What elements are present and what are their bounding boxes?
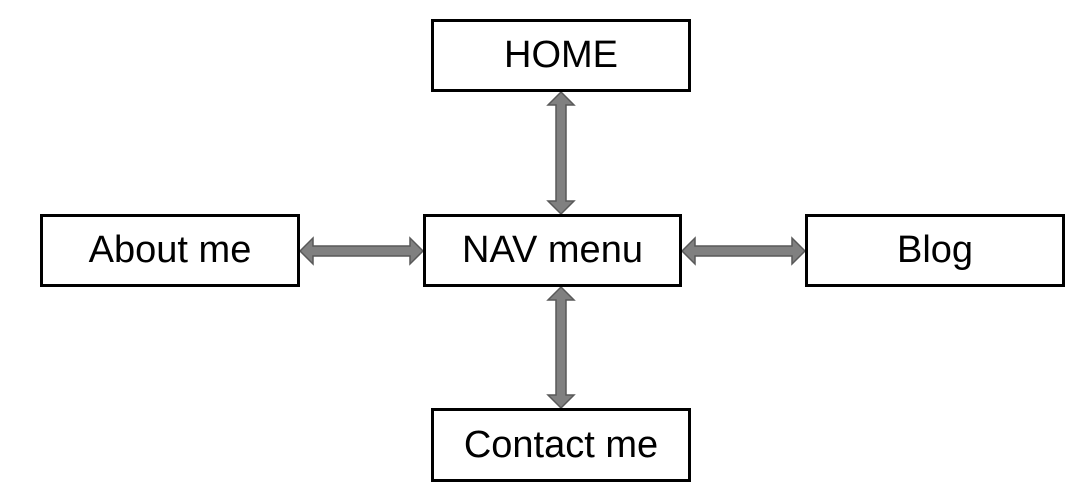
node-contact-me: Contact me [431, 408, 691, 482]
node-blog: Blog [805, 214, 1065, 287]
node-about-me-label: About me [88, 229, 252, 271]
arrow-nav-blog [680, 236, 807, 266]
node-home: HOME [431, 19, 691, 92]
arrow-nav-home [546, 90, 576, 216]
arrow-nav-contact [546, 285, 576, 410]
node-contact-me-label: Contact me [463, 423, 659, 466]
arrow-nav-about [298, 236, 425, 266]
node-nav-menu: NAV menu [423, 214, 682, 287]
node-about-me: About me [40, 214, 300, 287]
node-nav-menu-label: NAV menu [462, 229, 643, 271]
node-blog-label: Blog [896, 229, 974, 271]
node-home-label: HOME [504, 34, 618, 76]
